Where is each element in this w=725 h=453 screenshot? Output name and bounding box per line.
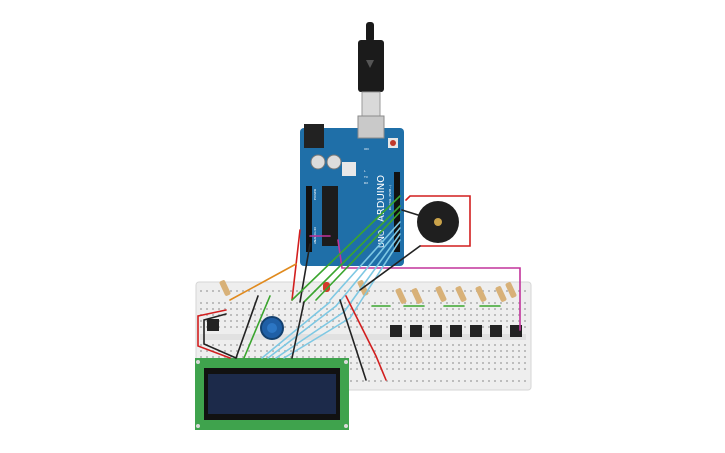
resistor <box>505 282 517 298</box>
wire-lightblue <box>329 221 401 301</box>
arduino-uno-board[interactable]: ARDUINO UNO DIGITAL (PWM~) POWER ANALOG … <box>300 115 404 266</box>
wire-lcd-lightblue <box>283 317 351 359</box>
power-header-label: POWER <box>313 189 317 200</box>
resistor <box>395 288 407 304</box>
led-body <box>323 282 330 292</box>
wire-black <box>359 245 421 291</box>
power-analog-header <box>306 186 312 252</box>
crystal <box>342 162 356 176</box>
usb-symbol-icon <box>366 60 374 68</box>
wire-buzzer-red <box>405 195 471 247</box>
wire-lcd-lightblue <box>275 311 345 359</box>
resistor <box>455 286 467 302</box>
buzzer-center-icon <box>434 218 442 226</box>
resistor <box>495 286 507 302</box>
lcd-16x2[interactable] <box>195 358 349 430</box>
usb-cable-wire <box>366 22 374 42</box>
resistor <box>219 280 231 296</box>
lcd-screen <box>208 374 336 414</box>
wire-lcd-green <box>243 295 271 359</box>
wire-black-vertical <box>299 243 311 303</box>
wire-lcd-black <box>235 295 259 359</box>
reset-button-cap-icon <box>390 140 396 146</box>
wire-red-vertical <box>291 229 301 301</box>
on-led-label: ON <box>364 147 369 151</box>
wire-red-diagonal <box>345 295 387 381</box>
resistor <box>411 288 423 304</box>
wire-lcd-lightblue <box>267 305 337 359</box>
wire-buzzer-black <box>401 209 419 216</box>
push-button[interactable] <box>430 325 442 337</box>
resistor <box>435 286 447 302</box>
pot-dial-icon <box>267 323 277 333</box>
red-led <box>323 282 330 292</box>
push-button[interactable] <box>410 325 422 337</box>
digital-header-label: DIGITAL (PWM~) <box>388 185 392 210</box>
push-button[interactable] <box>490 325 502 337</box>
wire-black-diagonal <box>339 299 367 381</box>
wires <box>197 195 521 381</box>
center-channel <box>200 334 526 340</box>
wire-lightblue <box>343 233 401 313</box>
atmega-chip <box>322 186 338 246</box>
wire-lcd-lightblue <box>261 301 331 359</box>
wire-orange <box>229 263 297 301</box>
wire-lcd-black <box>291 301 305 359</box>
wire-lcd-red <box>197 309 231 359</box>
push-button[interactable] <box>207 319 219 331</box>
wire-green <box>291 195 401 301</box>
resistors <box>219 280 517 304</box>
push-button[interactable] <box>450 325 462 337</box>
l-led-label: L <box>364 169 366 173</box>
wire-green <box>315 211 401 301</box>
mount-hole <box>196 424 200 428</box>
rx-label: RX <box>364 181 368 185</box>
power-rail-bottom <box>200 376 526 386</box>
board-model-label: UNO <box>377 230 386 248</box>
digital-header <box>394 172 400 252</box>
push-button[interactable] <box>510 325 522 337</box>
wire-lightblue <box>335 227 401 307</box>
breadboard[interactable] <box>195 281 532 391</box>
wire-lcd-black <box>203 313 237 359</box>
push-button[interactable] <box>390 325 402 337</box>
capacitor-1 <box>310 154 326 170</box>
wire-green <box>303 205 401 303</box>
board-brand-label: ARDUINO <box>376 175 387 222</box>
power-jack <box>304 124 324 148</box>
usb-connector <box>361 91 381 117</box>
piezo-buzzer[interactable] <box>417 201 459 243</box>
tx-label: TX <box>363 175 368 179</box>
potentiometer[interactable] <box>260 316 284 340</box>
mount-hole <box>196 360 200 364</box>
capacitor-2 <box>326 154 342 170</box>
resistor <box>475 286 487 302</box>
mount-hole <box>344 360 348 364</box>
usb-port <box>357 115 385 139</box>
push-buttons[interactable] <box>207 319 522 337</box>
push-button[interactable] <box>470 325 482 337</box>
usb-cable[interactable] <box>358 22 384 117</box>
mount-hole <box>344 424 348 428</box>
